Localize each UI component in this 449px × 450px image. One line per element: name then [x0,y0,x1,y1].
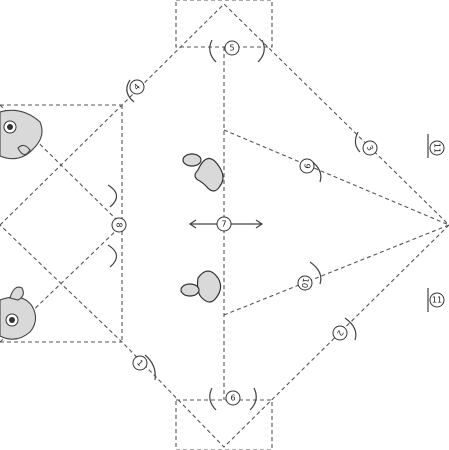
left-panels [0,104,122,343]
step-11a-marker: 11 [429,140,445,156]
arrow-8-bottom [107,244,118,268]
step-8-label: 8 [115,222,124,227]
rotation-arrows [107,39,429,411]
mouse-lower [0,286,37,340]
step-9-label: 9 [302,163,312,170]
arrow-4 [126,79,135,103]
step-4-marker: 4 [129,79,145,95]
step-10-label: 10 [300,277,311,289]
mouse-upper [0,109,43,160]
step-11a-label: 11 [433,143,442,153]
step-7-marker: 7 [216,216,232,232]
arrow-5-right [257,39,265,63]
arrow-10 [309,261,322,285]
step-10-marker: 10 [297,275,313,291]
step-9-marker: 9 [299,158,315,174]
mitten-upper [182,153,224,192]
step-5-marker: 5 [224,40,240,56]
step-11b-marker: 11 [429,292,445,308]
upper-right-fold [223,129,449,226]
step-3-label: 3 [365,144,375,153]
step-8-marker: 8 [111,217,127,233]
step-6-marker: 6 [225,390,241,406]
step-7-label: 7 [221,220,226,229]
arrow-6-right [249,387,257,411]
top-tab-outline [175,0,273,48]
mitten-lower [180,270,222,303]
arrow-5-left [209,39,217,63]
arrow-3 [354,131,361,153]
step-1-marker: 1 [132,355,148,371]
arrow-1 [144,354,156,381]
top-tab [175,0,273,48]
arrow-6-left [209,387,217,411]
step-5-label: 5 [229,44,234,53]
step-1-label: 1 [135,358,145,368]
lower-right-fold [223,224,449,316]
step-4-label: 4 [132,82,142,92]
step-2-marker: 2 [332,325,348,341]
bottom-tab-outline [175,399,273,450]
step-3-marker: 3 [362,140,378,156]
arrow-2 [344,317,357,341]
step-markers: 5 4 3 9 11 8 7 10 [111,40,445,406]
step-2-label: 2 [335,329,345,338]
arrow-8-top [107,184,118,208]
step-6-label: 6 [230,394,235,403]
bottom-tab [175,399,273,450]
step-11b-label: 11 [432,296,442,305]
